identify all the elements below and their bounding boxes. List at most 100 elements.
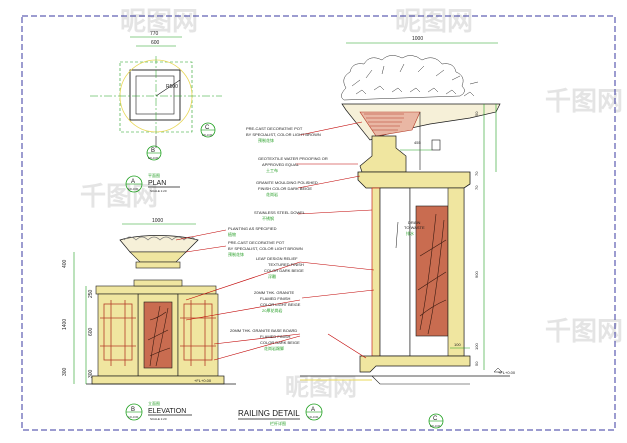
- plan-view: 770 600 R500 B LD-3.01 C LD-3.01 A LD-3.…: [90, 31, 222, 193]
- section-coping: [357, 171, 471, 189]
- section-callout-text: FINISH COLOR DARK BEIGE: [258, 186, 312, 191]
- drain-leader: [395, 221, 399, 249]
- elev-title-tag: B: [131, 407, 135, 413]
- section-callout-cn: 预制花钵: [258, 137, 274, 143]
- section-callout-text: PRE-CAST DECORATIVE POT: [246, 126, 303, 131]
- section-callout-cn: 花岗岩踢脚: [264, 345, 284, 351]
- section-callout-text: GEOTEXTILE WATER PROOFING OR: [258, 156, 328, 161]
- section-wall-finish: [371, 187, 381, 357]
- drain-label: DRAIN: [408, 220, 421, 225]
- elev-coping: [95, 285, 217, 295]
- elev-scale: SCALE 1:20: [150, 417, 167, 421]
- plan-tag-c: C: [205, 125, 210, 131]
- railing-detail-title: RAILING DETAIL 栏杆详图 A LD-3.01: [238, 403, 323, 426]
- section-callout-text: LEAF DESIGN RELIEF: [256, 256, 298, 261]
- section-callout-text: COLOR LIGHT BEIGE: [260, 302, 301, 307]
- elev-title-cn: 立面图: [148, 400, 160, 406]
- leader-line: [297, 175, 361, 189]
- section-pot-neck: [359, 135, 407, 173]
- pot-callout-cn: 预制花钵: [228, 251, 244, 257]
- detail-tag-sheet: LD-3.01: [308, 415, 319, 419]
- section-dim-top: 1000: [412, 36, 423, 42]
- section-tag-c-sheet: LD-3.01: [430, 424, 441, 428]
- leader-line: [185, 245, 227, 253]
- section-callout-text: FLAMED FINISH: [260, 334, 291, 339]
- watermark-text: 昵图网: [285, 373, 357, 401]
- section-footing: [371, 375, 470, 385]
- leader-line: [185, 299, 301, 321]
- plan-dim-inner: 600: [151, 40, 160, 46]
- plan-tag-b-sheet: LD-3.01: [148, 156, 159, 160]
- section-dim-mid: 455: [414, 140, 421, 145]
- elev-planting: [123, 236, 197, 241]
- leader-line: [299, 121, 363, 136]
- plan-title-tag-sheet: LD-3.01: [128, 187, 139, 191]
- elev-dim-left-inner: 300: [88, 369, 94, 378]
- plan-inner-square: [135, 75, 175, 115]
- leader-line: [185, 261, 301, 301]
- elev-level: +FL+0.00: [194, 378, 212, 383]
- detail-title-cn: 栏杆详图: [270, 420, 286, 426]
- section-dim-right: 50: [474, 111, 479, 116]
- pot-callout-cn: 植物: [228, 231, 236, 237]
- leader-line: [213, 333, 301, 345]
- section-dim-right: 900: [474, 271, 479, 278]
- elev-dim-left: 400: [62, 259, 68, 268]
- plan-title-cn: 平面图: [148, 172, 160, 178]
- plan-dim-radius: R500: [166, 84, 178, 90]
- drain-sub: TO WASTE: [404, 225, 425, 230]
- section-callout-text: COLOR DARK BEIGE: [264, 268, 304, 273]
- elev-pot-foot: [135, 261, 181, 269]
- section-callout-cn: 不锈钢: [262, 215, 274, 221]
- section-callout-text: STAINLESS STEEL DOWEL: [254, 210, 306, 215]
- section-callout-text: COLOR DARK BEIGE: [260, 340, 300, 345]
- elev-pot-neck: [129, 251, 187, 263]
- section-dim-bottom: 100: [454, 342, 461, 347]
- elevation-view: 1000 770 +FL+0.00: [62, 218, 236, 421]
- section-planting: [341, 55, 479, 101]
- elev-dim-left-inner: 600: [88, 327, 94, 336]
- watermark-text: 千图网: [545, 87, 623, 117]
- watermark-text: 昵图网: [395, 7, 473, 37]
- watermark-text: 千图网: [80, 182, 158, 212]
- section-pot-rim: [341, 103, 501, 141]
- leader-line: [213, 335, 301, 361]
- leader-line: [301, 289, 375, 299]
- level-marker: [493, 367, 503, 373]
- detail-tag: A: [311, 407, 315, 413]
- plan-title: PLAN: [148, 180, 166, 187]
- plan-base-square: [129, 69, 181, 121]
- watermark-text: 昵图网: [120, 7, 198, 37]
- section-view: 1000 455 DRAIN TO WASTE 排水 +FL+: [300, 36, 516, 429]
- drain-cn: 排水: [406, 230, 414, 236]
- plan-tag-b: B: [151, 148, 155, 154]
- section-callout-text: APPROVED EQUAL: [262, 162, 300, 167]
- section-leaf-pattern: [417, 213, 447, 335]
- elev-wall-right: [177, 293, 219, 377]
- elev-cap: [133, 279, 183, 287]
- leader-line: [175, 229, 227, 241]
- plan-dim-outer: 770: [150, 31, 159, 37]
- plan-tag-c-sheet: LD-3.01: [202, 133, 213, 137]
- section-callout-text: 20MM THK. GRANITE: [254, 290, 294, 295]
- pot-callout-text: PRE-CAST DECORATIVE POT: [228, 240, 285, 245]
- elev-dim-left-inner: 250: [88, 289, 94, 298]
- plan-title-tag: A: [131, 179, 135, 185]
- elev-leaf-pattern: [147, 305, 171, 367]
- section-base: [359, 355, 471, 373]
- elev-wall-left: [97, 293, 139, 377]
- section-tag-c-label: C: [433, 416, 438, 422]
- pot-callout-text: BY SPECIALIST, COLOR LIGHT BROWN: [228, 246, 303, 251]
- elev-railing-right: [180, 300, 216, 366]
- section-dowel-box: [431, 139, 441, 151]
- section-callouts: PRE-CAST DECORATIVE POT BY SPECIALIST, C…: [185, 121, 375, 361]
- plan-scale: SCALE 1:20: [150, 189, 167, 193]
- elev-dim-top: 1000: [152, 218, 163, 224]
- watermark-layer: 昵图网 昵图网 千图网 千图网 千图网 昵图网: [80, 7, 623, 401]
- section-callout-text: GRANITE MOULDING POLISHED: [256, 180, 318, 185]
- section-callout-text: TEXTURED FINISH: [268, 262, 304, 267]
- section-dim-right: 70: [474, 185, 479, 190]
- pot-callouts: PLANTING AS SPECIFIED 植物 PRE-CAST DECORA…: [175, 226, 303, 257]
